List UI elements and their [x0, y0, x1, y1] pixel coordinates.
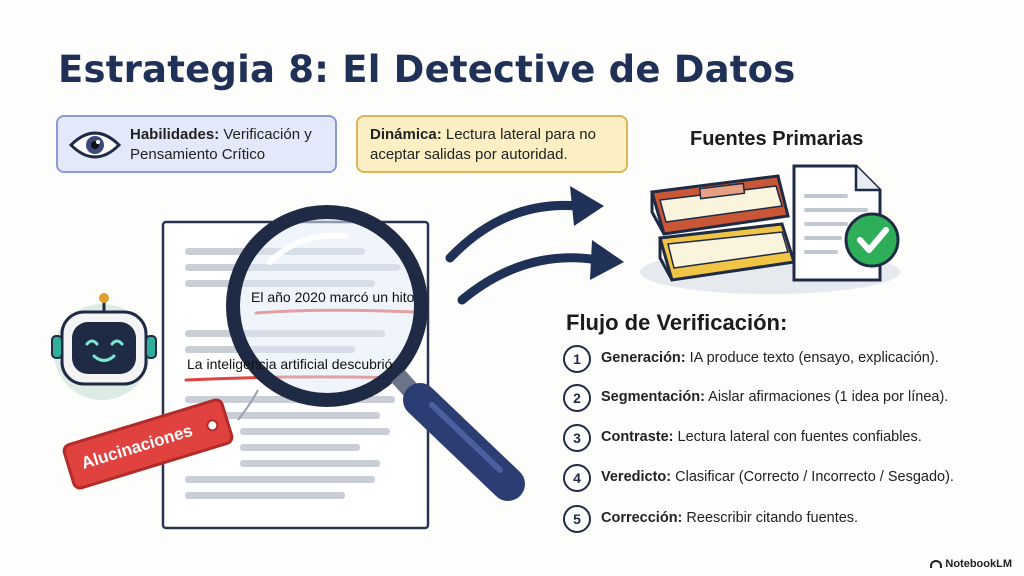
step-number: 3 — [563, 424, 591, 452]
step-text: Corrección: Reescribir citando fuentes. — [601, 510, 859, 526]
notebooklm-icon — [930, 560, 943, 568]
dynamic-text: Dinámica: Lectura lateral para no acepta… — [370, 126, 596, 163]
claim-snippet-2: La inteligencia artificial descubrió — [187, 356, 393, 372]
books-icon — [640, 174, 900, 294]
step-text: Generación: IA produce texto (ensayo, ex… — [601, 350, 939, 366]
step-number: 4 — [563, 464, 591, 492]
dynamic-card: Dinámica: Lectura lateral para no acepta… — [356, 115, 628, 173]
brand-watermark: NotebookLM — [930, 558, 1012, 570]
claim-snippet-1: El año 2020 marcó un hito — [251, 289, 415, 305]
arrow-icon — [445, 186, 604, 263]
sources-title: Fuentes Primarias — [690, 128, 864, 150]
step-number: 2 — [563, 384, 591, 412]
robot-icon — [51, 293, 157, 400]
step-text: Contraste: Lectura lateral con fuentes c… — [601, 429, 922, 445]
flow-title: Flujo de Verificación: — [566, 310, 788, 335]
magnifying-glass-icon — [226, 205, 525, 501]
page-title: Estrategia 8: El Detective de Datos — [58, 48, 796, 91]
step-number: 5 — [563, 505, 591, 533]
arrow-icon — [457, 240, 624, 305]
step-text: Veredicto: Clasificar (Correcto / Incorr… — [601, 469, 954, 485]
eye-icon — [68, 131, 122, 159]
skills-text: Habilidades: Verificación y Pensamiento … — [130, 126, 312, 163]
skills-card: Habilidades: Verificación y Pensamiento … — [56, 115, 337, 173]
step-text: Segmentación: Aislar afirmaciones (1 ide… — [601, 389, 949, 405]
checkmark-icon — [844, 212, 900, 268]
step-number: 1 — [563, 345, 591, 373]
